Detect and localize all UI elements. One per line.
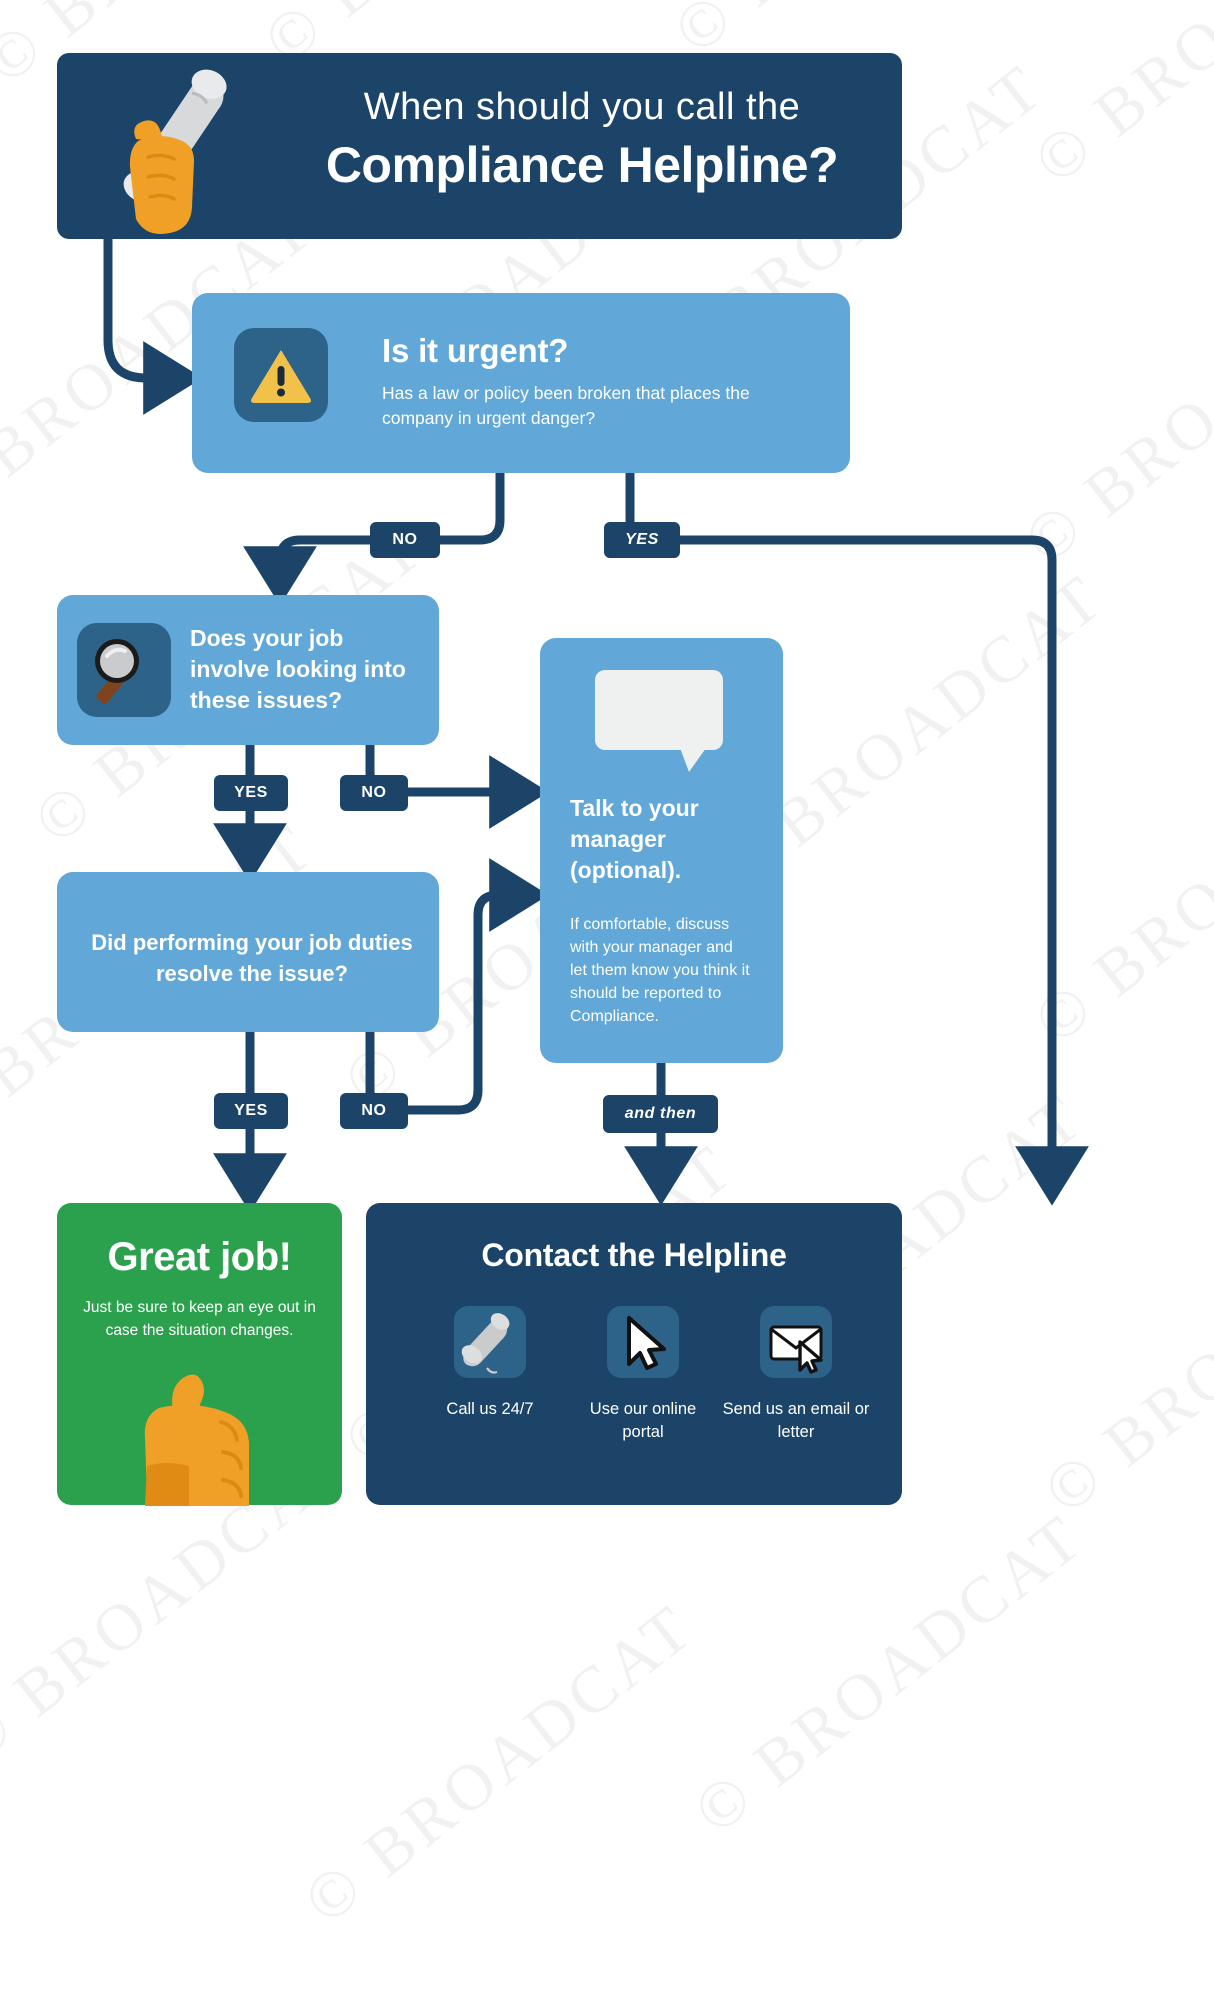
label-text: NO <box>361 1102 387 1119</box>
thumbs-up-icon <box>117 1346 287 1506</box>
label-job-yes: YES <box>214 775 288 811</box>
watermark: © BROADCAT <box>1010 229 1214 579</box>
node-did-duties-resolve[interactable]: Did performing your job duties resolve t… <box>57 872 439 1032</box>
option-caption: Send us an email or letter <box>722 1400 870 1441</box>
option-caption: Use our online portal <box>589 1400 697 1441</box>
label-urgent-yes: YES <box>604 522 680 558</box>
watermark: © BROADCAT <box>1020 709 1214 1059</box>
node-subtitle: Has a law or policy been broken that pla… <box>382 383 750 428</box>
label-urgent-no: NO <box>370 522 440 558</box>
node-title: Great job! <box>107 1235 292 1279</box>
label-text: NO <box>392 531 418 548</box>
phone-handset-icon <box>454 1306 526 1378</box>
label-text: YES <box>234 784 268 801</box>
option-caption: Call us 24/7 <box>446 1400 534 1418</box>
label-job-no: NO <box>340 775 408 811</box>
node-title: Does your job involve looking into these… <box>190 625 406 713</box>
label-text: YES <box>625 531 659 548</box>
node-talk-to-manager[interactable]: Talk to your manager (optional). If comf… <box>540 638 783 1063</box>
node-contact-helpline[interactable]: Contact the Helpline Call us 24/7 <box>366 1203 902 1505</box>
page-title: Compliance Helpline? <box>325 137 839 193</box>
helpline-option-call[interactable]: Call us 24/7 <box>414 1306 566 1421</box>
node-title: Is it urgent? <box>382 332 569 369</box>
watermark: © BROADCAT <box>1020 0 1214 199</box>
label-text: NO <box>361 784 387 801</box>
label-duties-no: NO <box>340 1093 408 1129</box>
watermark: © BROADCAT <box>1030 1179 1214 1529</box>
warning-triangle-icon <box>234 328 328 422</box>
watermark: © BROADCAT <box>290 1589 708 1939</box>
watermark: © BROADCAT <box>680 1499 1098 1849</box>
label-duties-yes: YES <box>214 1093 288 1129</box>
header-banner: When should you call the Compliance Help… <box>57 53 902 239</box>
node-great-job[interactable]: Great job! Just be sure to keep an eye o… <box>57 1203 342 1506</box>
magnifying-glass-icon <box>77 623 171 717</box>
envelope-cursor-icon <box>760 1306 832 1378</box>
node-does-your-job[interactable]: Does your job involve looking into these… <box>57 595 439 745</box>
label-text: YES <box>234 1102 268 1119</box>
helpline-option-portal[interactable]: Use our online portal <box>567 1306 719 1444</box>
header-subtitle: When should you call the <box>363 86 801 128</box>
node-subtitle: Just be sure to keep an eye out in case … <box>83 1299 316 1339</box>
node-title: Did performing your job duties resolve t… <box>91 930 413 986</box>
header-title-block: When should you call the Compliance Help… <box>272 81 892 197</box>
speech-bubble-icon <box>595 670 723 772</box>
node-title: Contact the Helpline <box>481 1237 787 1273</box>
label-text: and then <box>624 1105 697 1122</box>
phone-handset-in-hand-icon <box>123 69 227 235</box>
label-and-then: and then <box>603 1095 718 1133</box>
mouse-cursor-icon <box>607 1306 679 1378</box>
helpline-option-email[interactable]: Send us an email or letter <box>720 1306 872 1444</box>
node-is-it-urgent[interactable]: Is it urgent? Has a law or policy been b… <box>192 293 850 473</box>
node-title: Talk to your manager (optional). <box>570 795 699 883</box>
node-body: If comfortable, discuss with your manage… <box>570 916 750 1025</box>
